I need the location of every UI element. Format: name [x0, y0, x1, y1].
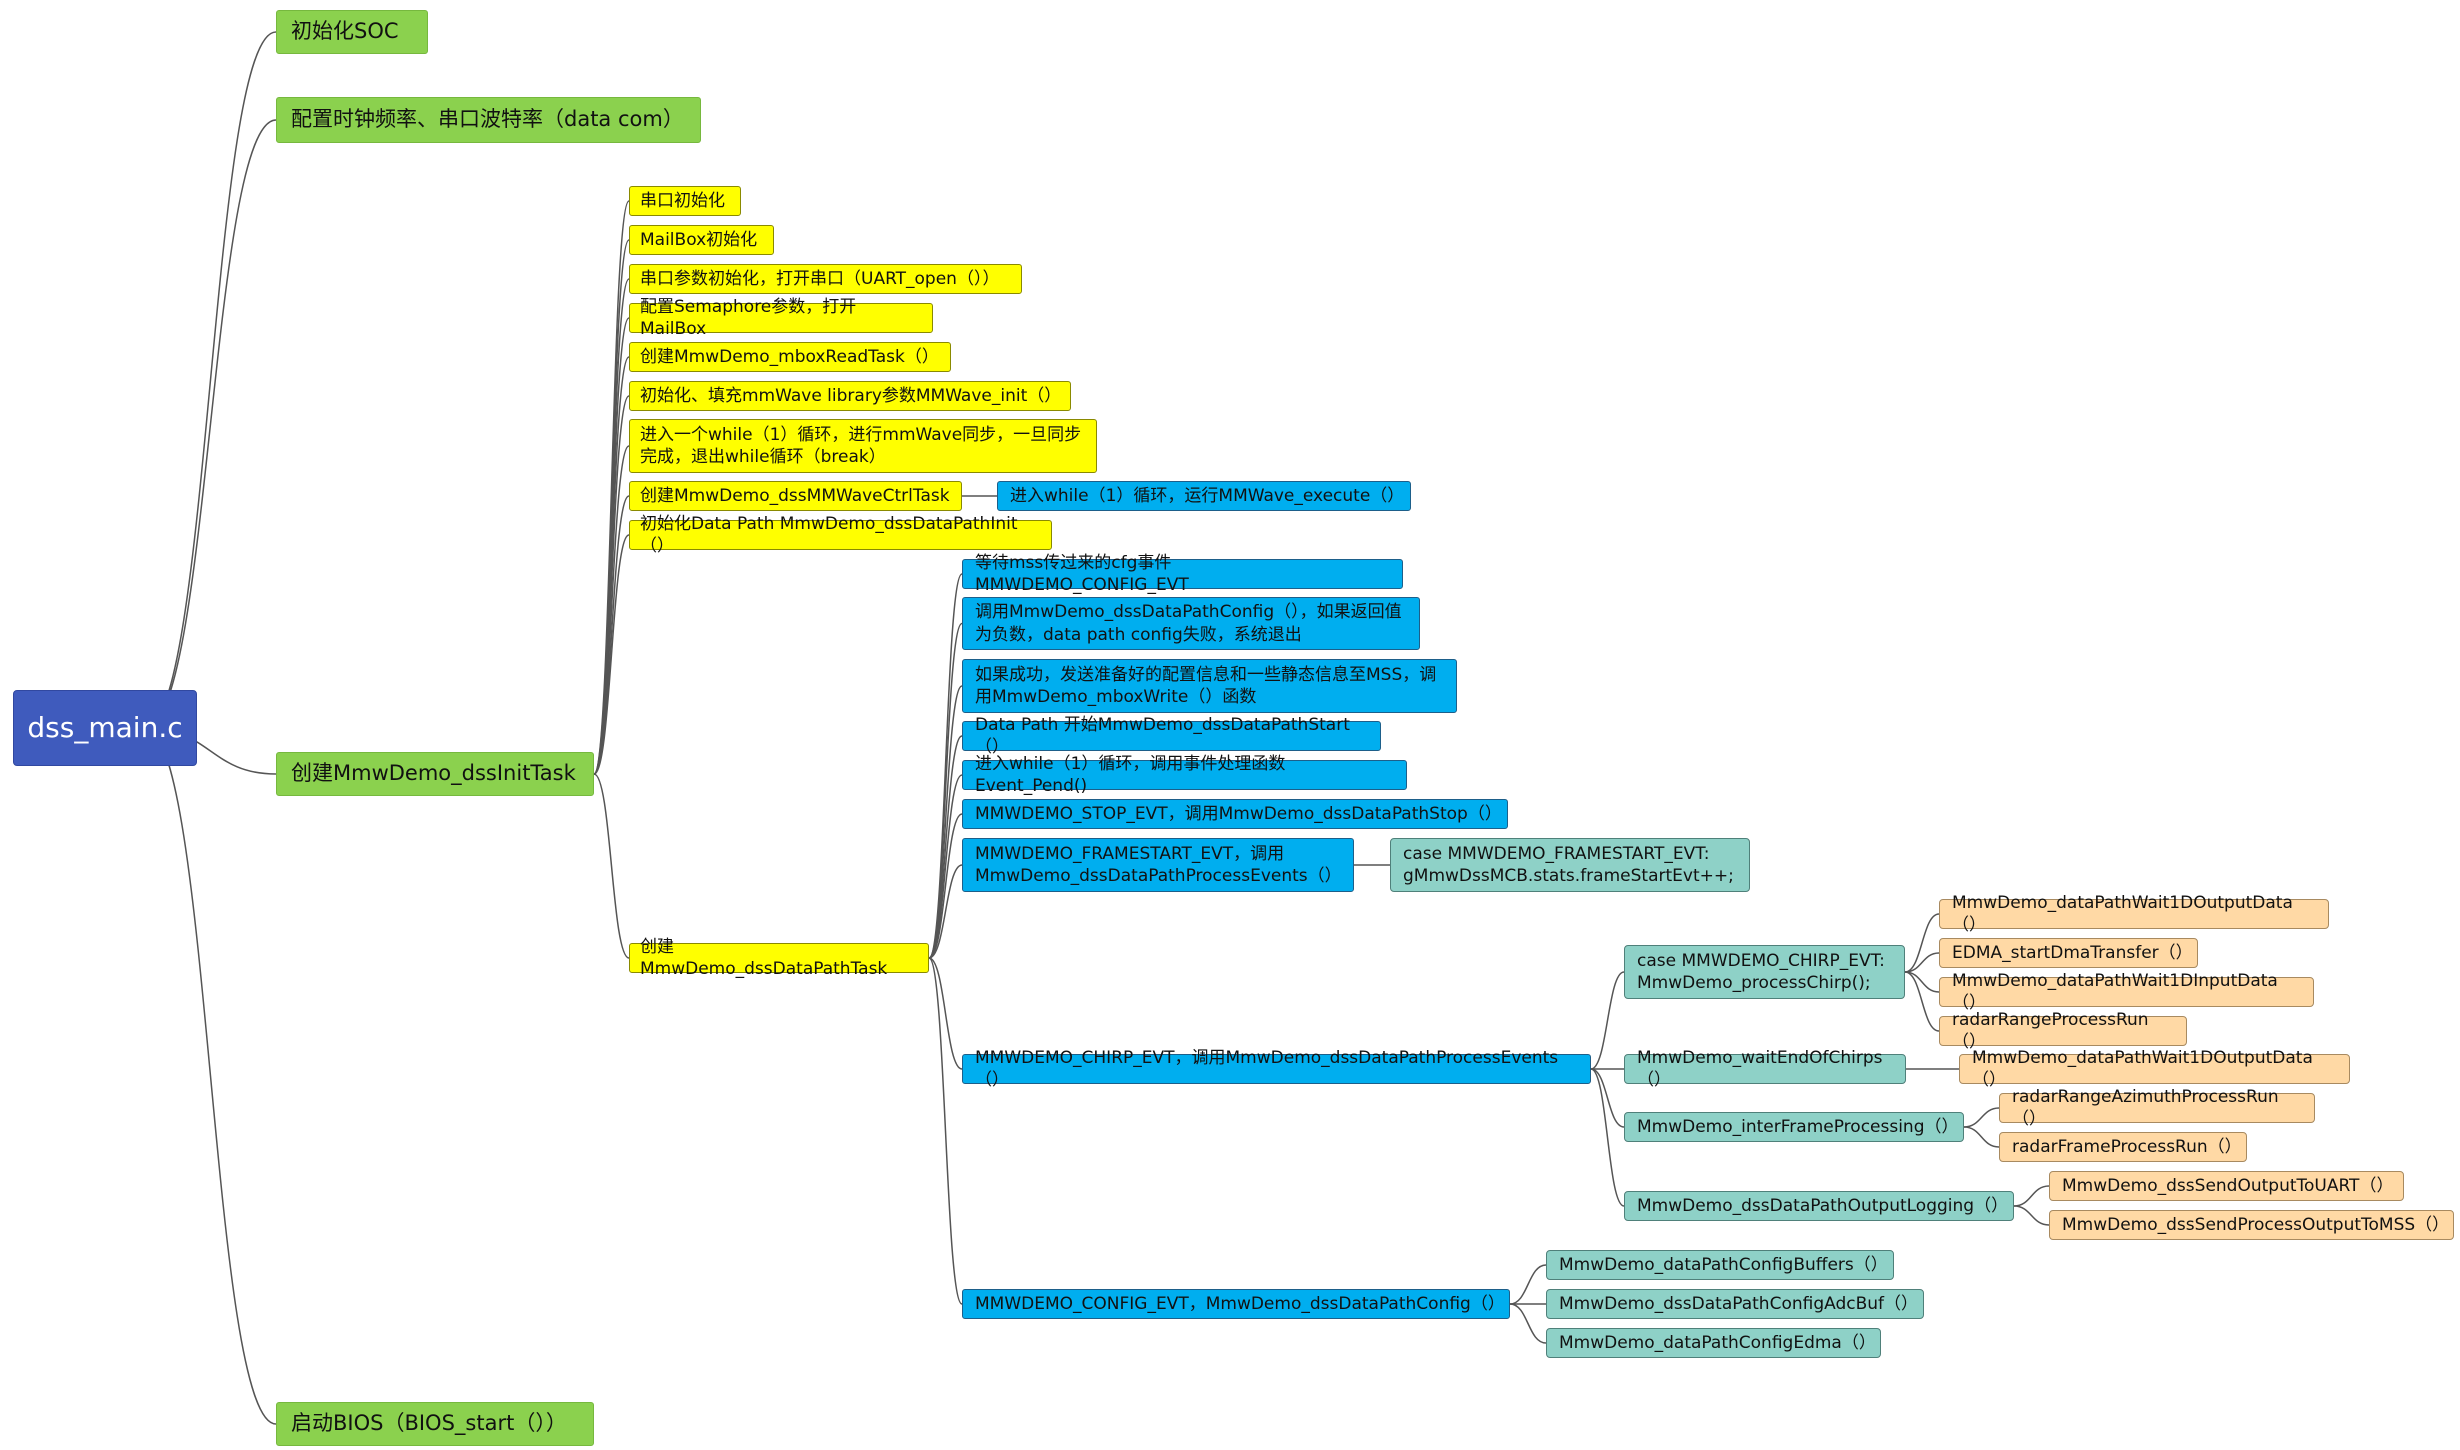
- connector-node-wait-1d-output: [1904, 913, 1940, 973]
- connector-node-send-output-mss: [2013, 1205, 2050, 1226]
- node-clock-config[interactable]: 配置时钟频率、串口波特率（data com）: [276, 97, 701, 143]
- node-mmwave-execute[interactable]: 进入while（1）循环，运行MMWave_execute（）: [997, 481, 1411, 511]
- node-edma-transfer[interactable]: EDMA_startDmaTransfer（）: [1939, 938, 2198, 968]
- connector-node-mbox-read-task: [593, 356, 630, 775]
- connector-node-stop-evt: [928, 813, 963, 959]
- connector-node-frame-process-run: [1963, 1126, 2000, 1148]
- connector-node-config-edma: [1509, 1303, 1547, 1344]
- connector-node-wait-cfg-event: [928, 573, 963, 959]
- node-semaphore-config[interactable]: 配置Semaphore参数，打开MailBox: [629, 297, 933, 339]
- connector-node-mbox-write: [928, 685, 963, 959]
- node-uart-open[interactable]: 串口参数初始化，打开串口（UART_open（））: [629, 264, 1022, 294]
- node-uart-init[interactable]: 串口初始化: [629, 186, 741, 216]
- node-send-output-uart[interactable]: MmwDemo_dssSendOutputToUART（）: [2049, 1171, 2404, 1201]
- connector-node-framestart-evt: [928, 864, 963, 959]
- node-datapath-config-call[interactable]: 调用MmwDemo_dssDataPathConfig（），如果返回值 为负数，…: [962, 597, 1420, 650]
- node-wait-1d-output-2[interactable]: MmwDemo_dataPathWait1DOutputData（）: [1959, 1048, 2350, 1090]
- node-send-output-mss[interactable]: MmwDemo_dssSendProcessOutputToMSS（）: [2049, 1210, 2454, 1240]
- connector-node-range-azimuth-run: [1963, 1107, 2000, 1128]
- connector-node-uart-open: [593, 278, 630, 775]
- node-inter-frame-processing[interactable]: MmwDemo_interFrameProcessing（）: [1624, 1112, 1964, 1142]
- node-range-azimuth-run[interactable]: radarRangeAzimuthProcessRun（）: [1999, 1087, 2315, 1129]
- node-wait-1d-output[interactable]: MmwDemo_dataPathWait1DOutputData（）: [1939, 893, 2329, 935]
- connector-node-send-output-uart: [2013, 1185, 2050, 1207]
- connector-node-chirp-case: [1590, 971, 1625, 1070]
- connector-node-edma-transfer: [1904, 952, 1940, 973]
- node-datapath-task[interactable]: 创建MmwDemo_dssDataPathTask: [629, 937, 929, 979]
- node-datapath-init[interactable]: 初始化Data Path MmwDemo_dssDataPathInit（）: [629, 514, 1052, 556]
- node-chirp-evt[interactable]: MMWDEMO_CHIRP_EVT，调用MmwDemo_dssDataPathP…: [962, 1048, 1591, 1090]
- node-config-evt[interactable]: MMWDEMO_CONFIG_EVT，MmwDemo_dssDataPathCo…: [962, 1289, 1510, 1319]
- node-init-task[interactable]: 创建MmwDemo_dssInitTask: [276, 752, 594, 796]
- node-datapath-start[interactable]: Data Path 开始MmwDemo_dssDataPathStart（）: [962, 715, 1381, 757]
- node-mbox-write[interactable]: 如果成功，发送准备好的配置信息和一些静态信息至MSS，调 用MmwDemo_mb…: [962, 659, 1457, 713]
- node-bios-start[interactable]: 启动BIOS（BIOS_start（））: [276, 1402, 594, 1446]
- connector-node-clock-config: [144, 119, 277, 729]
- node-init-soc[interactable]: 初始化SOC: [276, 10, 428, 54]
- node-frame-process-run[interactable]: radarFrameProcessRun（）: [1999, 1132, 2247, 1162]
- connector-node-inter-frame-processing: [1590, 1068, 1625, 1128]
- node-event-pend-loop[interactable]: 进入while（1）循环，调用事件处理函数 Event_Pend(): [962, 754, 1407, 796]
- node-config-buffers[interactable]: MmwDemo_dataPathConfigBuffers（）: [1546, 1250, 1894, 1280]
- node-mmwave-ctrl-task[interactable]: 创建MmwDemo_dssMMWaveCtrlTask: [629, 481, 962, 511]
- connector-node-config-buffers: [1509, 1264, 1547, 1305]
- node-framestart-case[interactable]: case MMWDEMO_FRAMESTART_EVT: gMmwDssMCB.…: [1390, 838, 1750, 892]
- connector-node-datapath-task: [593, 773, 630, 959]
- node-mmwave-sync[interactable]: 进入一个while（1）循环，进行mmWave同步，一旦同步 完成，退出whil…: [629, 419, 1097, 473]
- connector-node-config-evt: [928, 957, 963, 1305]
- connector-node-semaphore-config: [593, 317, 630, 775]
- connector-node-datapath-init: [593, 534, 630, 775]
- connector-node-mmwave-init: [593, 395, 630, 775]
- node-wait-end-of-chirps[interactable]: MmwDemo_waitEndOfChirps（）: [1624, 1048, 1906, 1090]
- connector-node-bios-start: [144, 727, 277, 1425]
- node-range-process-run[interactable]: radarRangeProcessRun（）: [1939, 1010, 2187, 1052]
- root-node[interactable]: dss_main.c: [13, 690, 197, 766]
- node-output-logging[interactable]: MmwDemo_dssDataPathOutputLogging（）: [1624, 1191, 2014, 1221]
- connector-node-chirp-evt: [928, 957, 963, 1070]
- node-chirp-case[interactable]: case MMWDEMO_CHIRP_EVT: MmwDemo_processC…: [1624, 945, 1905, 999]
- node-config-edma[interactable]: MmwDemo_dataPathConfigEdma（）: [1546, 1328, 1881, 1358]
- node-framestart-evt[interactable]: MMWDEMO_FRAMESTART_EVT，调用 MmwDemo_dssDat…: [962, 838, 1354, 892]
- node-mbox-read-task[interactable]: 创建MmwDemo_mboxReadTask（）: [629, 342, 951, 372]
- node-mmwave-init[interactable]: 初始化、填充mmWave library参数MMWave_init（）: [629, 381, 1071, 411]
- node-mailbox-init[interactable]: MailBox初始化: [629, 225, 774, 255]
- connector-node-range-process-run: [1904, 971, 1940, 1032]
- node-wait-1d-input[interactable]: MmwDemo_dataPathWait1DInputData（）: [1939, 971, 2314, 1013]
- node-wait-cfg-event[interactable]: 等待mss传过来的cfg事件 MMWDEMO_CONFIG_EVT: [962, 553, 1403, 595]
- connector-node-init-soc: [144, 31, 277, 729]
- connector-node-output-logging: [1590, 1068, 1625, 1207]
- node-stop-evt[interactable]: MMWDEMO_STOP_EVT，调用MmwDemo_dssDataPathSt…: [962, 799, 1508, 829]
- node-config-adcbuf[interactable]: MmwDemo_dssDataPathConfigAdcBuf（）: [1546, 1289, 1924, 1319]
